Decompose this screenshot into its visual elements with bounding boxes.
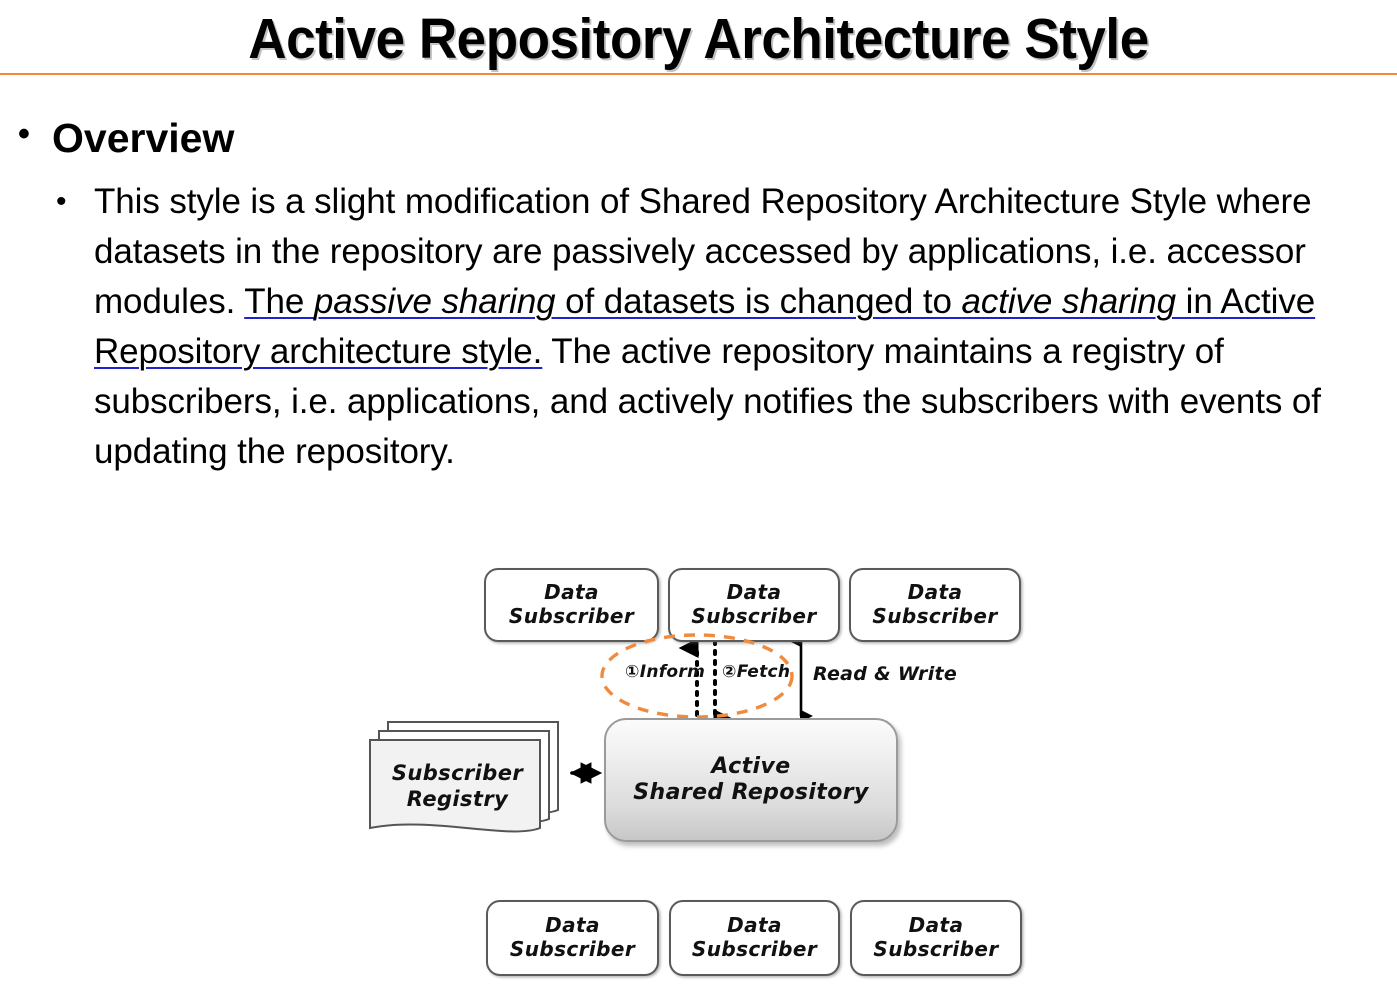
title-accent-rule [0, 73, 1397, 75]
read-write-label: Read & Write [813, 663, 958, 685]
top-data-subscriber-2[interactable]: Data Subscriber [668, 568, 840, 642]
node-label-line2: Subscriber [872, 604, 998, 628]
node-label-line2: Subscriber [691, 937, 818, 961]
repository-label-line2: Shared Repository [633, 780, 869, 805]
description-paragraph: This style is a slight modification of S… [94, 177, 1339, 477]
underline-mid: of datasets is changed to [555, 282, 962, 321]
registry-sheet-back [387, 721, 559, 815]
underlined-clause: The passive sharing of datasets is chang… [94, 282, 1315, 371]
bullet-glyph: • [18, 115, 30, 153]
bottom-data-subscriber-2[interactable]: Data Subscriber [669, 900, 840, 976]
inform-label: ①Inform [625, 662, 706, 682]
registry-sheet-mid [378, 730, 550, 824]
bullet-level2-description: • This style is a slight modification of… [0, 177, 1397, 477]
description-part2: The active repository maintains a regist… [94, 332, 1321, 471]
bottom-data-subscriber-3[interactable]: Data Subscriber [850, 900, 1022, 976]
node-label-line2: Subscriber [691, 604, 817, 628]
bullet-glyph: • [56, 185, 67, 218]
node-label-line1: Data [726, 580, 782, 605]
description-part1: This style is a slight modification of S… [94, 182, 1312, 321]
registry-sheet-front [369, 739, 541, 833]
fetch-label: ②Fetch [722, 662, 791, 682]
registry-label-line2: Registry [406, 787, 509, 812]
underline-tail: in Active Repository architecture style. [94, 282, 1316, 371]
node-label-line2: Subscriber [873, 937, 999, 961]
bottom-data-subscriber-1[interactable]: Data Subscriber [486, 900, 659, 976]
page-title: Active Repository Architecture Style [248, 7, 1149, 71]
node-label-line2: Subscriber [509, 937, 636, 961]
top-data-subscriber-3[interactable]: Data Subscriber [849, 568, 1021, 642]
node-label-line1: Data [907, 580, 963, 605]
top-data-subscriber-1[interactable]: Data Subscriber [484, 568, 659, 642]
repository-label-line1: Active [711, 753, 791, 779]
node-label-line2: Subscriber [508, 604, 635, 628]
underline-lead: The [244, 282, 314, 321]
node-label-line1: Data [727, 913, 782, 938]
active-shared-repository[interactable]: Active Shared Repository [604, 718, 898, 842]
active-sharing-emphasis: active sharing [961, 282, 1177, 321]
registry-label-wrap: Subscriber Registry [370, 718, 545, 838]
node-label-line1: Data [545, 913, 600, 938]
subscriber-registry-stack[interactable] [368, 718, 568, 838]
slide-body: • Overview • This style is a slight modi… [0, 115, 1397, 477]
passive-sharing-emphasis: passive sharing [313, 282, 556, 321]
bullet-level1-overview: • Overview [0, 115, 1397, 161]
highlight-ellipse [600, 633, 794, 719]
overview-heading: Overview [52, 115, 235, 161]
node-label-line1: Data [908, 913, 964, 938]
node-label-line1: Data [544, 580, 599, 605]
registry-label-line1: Subscriber [391, 761, 524, 785]
